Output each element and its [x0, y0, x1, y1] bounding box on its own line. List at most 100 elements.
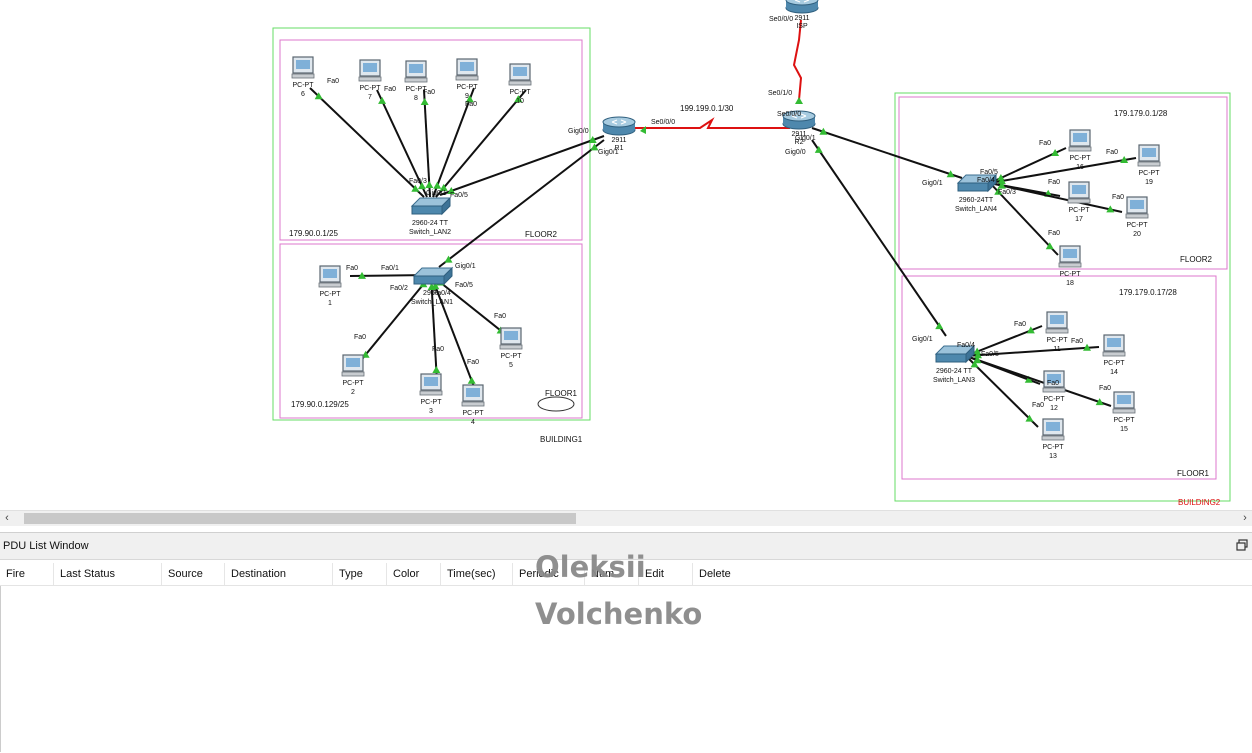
pc-7[interactable]: PC-PT7 [358, 59, 382, 101]
pc-3[interactable]: PC-PT3 [419, 373, 443, 415]
pc-12[interactable]: PC-PT 12 [1042, 370, 1066, 412]
restore-window-icon[interactable] [1236, 539, 1248, 551]
pc-screen [1107, 338, 1121, 347]
pc-base [1041, 435, 1065, 441]
col-num[interactable]: Num [585, 563, 639, 585]
port-label: Gig0/0 [568, 128, 589, 135]
pc-number-label: 4 [471, 419, 475, 426]
link-status-icon [439, 183, 448, 191]
serial-link-r1-r2 [630, 117, 790, 129]
pc-6[interactable]: PC-PT6 [291, 56, 315, 98]
pc-type-label: PC-PT [463, 410, 485, 417]
switch-name-label: Switch_LAN2 [409, 229, 451, 236]
scroll-right-icon[interactable]: › [1243, 512, 1247, 524]
pc-base [1125, 213, 1149, 219]
router-arrows-icon [611, 119, 627, 125]
building1-floor1-frame [279, 243, 583, 419]
pc-9[interactable]: PC-PT9 [455, 58, 479, 100]
col-color[interactable]: Color [387, 563, 441, 585]
horizontal-scrollbar[interactable]: ‹ › [0, 510, 1252, 526]
router-top [602, 116, 636, 128]
col-source[interactable]: Source [162, 563, 225, 585]
pc-base [499, 344, 523, 350]
link-status-icon [997, 176, 1006, 184]
col-last-status[interactable]: Last Status [54, 563, 162, 585]
scroll-left-icon[interactable]: ‹ [5, 512, 9, 524]
b2-floor2-label: FLOOR2 [1180, 255, 1213, 264]
switch-icon [413, 275, 445, 285]
router-model-label: 2911 [794, 15, 809, 22]
col-destination[interactable]: Destination [225, 563, 333, 585]
switch-name-label: Switch_LAN3 [933, 377, 975, 384]
switch-name-label: Switch_LAN4 [955, 206, 997, 213]
port-label: Fa0/5 [450, 192, 468, 199]
port-label: Fa0 [384, 86, 396, 93]
pc-number-label: 20 [1133, 231, 1141, 238]
col-edit[interactable]: Edit [639, 563, 693, 585]
link-status-icon [425, 181, 434, 189]
pc-number-label: 8 [414, 95, 418, 102]
pdu-window-title: PDU List Window [3, 540, 89, 552]
building1-frame [272, 27, 591, 421]
port-label: Fa0 [327, 78, 339, 85]
switch-lan1[interactable]: 2960-Switch_LAN1 [411, 266, 454, 306]
port-label: Gig0/1 [455, 263, 476, 270]
pc-screen [424, 377, 438, 386]
link-status-icon [420, 97, 429, 105]
pc-screen [1073, 133, 1087, 142]
pc-2[interactable]: PC-PT2 [341, 354, 365, 396]
b1-floor2-label: FLOOR2 [525, 230, 558, 239]
col-fire[interactable]: Fire [0, 563, 54, 585]
pc-4[interactable]: PC-PT 4 [461, 384, 485, 426]
building2-label: BUILDING2 [1178, 498, 1221, 507]
pc-number-label: 12 [1050, 405, 1058, 412]
pc-number-label: 11 [1053, 346, 1060, 353]
col-type[interactable]: Type [333, 563, 387, 585]
pc-8[interactable]: PC-PT8 [404, 60, 428, 102]
port-label: Fa0 [494, 313, 506, 320]
pc-base [291, 73, 315, 79]
pc-base [1058, 262, 1082, 268]
pc-screen [1117, 395, 1131, 404]
port-label: Fa0 [1112, 194, 1124, 201]
pc-number-label: 9 [465, 93, 469, 100]
router-top [785, 0, 819, 6]
pc-1[interactable]: PC-PT1 [318, 265, 342, 307]
pc-type-label: PC-PT [1044, 396, 1066, 403]
col-delete[interactable]: Delete [699, 568, 731, 580]
router-name-label: R2 [795, 139, 804, 146]
pc-number-label: 3 [429, 408, 433, 415]
scroll-thumb[interactable] [24, 513, 576, 524]
pc-5[interactable]: PC-PT5 [499, 327, 523, 369]
link-b1-floor1-pc [430, 274, 511, 339]
col-periodic[interactable]: Periodic [513, 563, 585, 585]
serial-link-r2-isp [792, 19, 803, 101]
pc-base [508, 80, 532, 86]
port-label: Gig0/1 [922, 180, 943, 187]
col-time[interactable]: Time(sec) [441, 563, 513, 585]
topology-diagram[interactable]: BUILDING1FLOOR2179.90.0.1/25FLOOR1179.90… [0, 0, 1252, 510]
pc-number-label: 7 [368, 94, 372, 101]
link-status-icon [467, 376, 476, 384]
pc-screen [296, 60, 310, 69]
link-status-icon [411, 184, 420, 192]
link-status-icon [361, 350, 370, 358]
pdu-table-body[interactable] [0, 586, 1251, 752]
